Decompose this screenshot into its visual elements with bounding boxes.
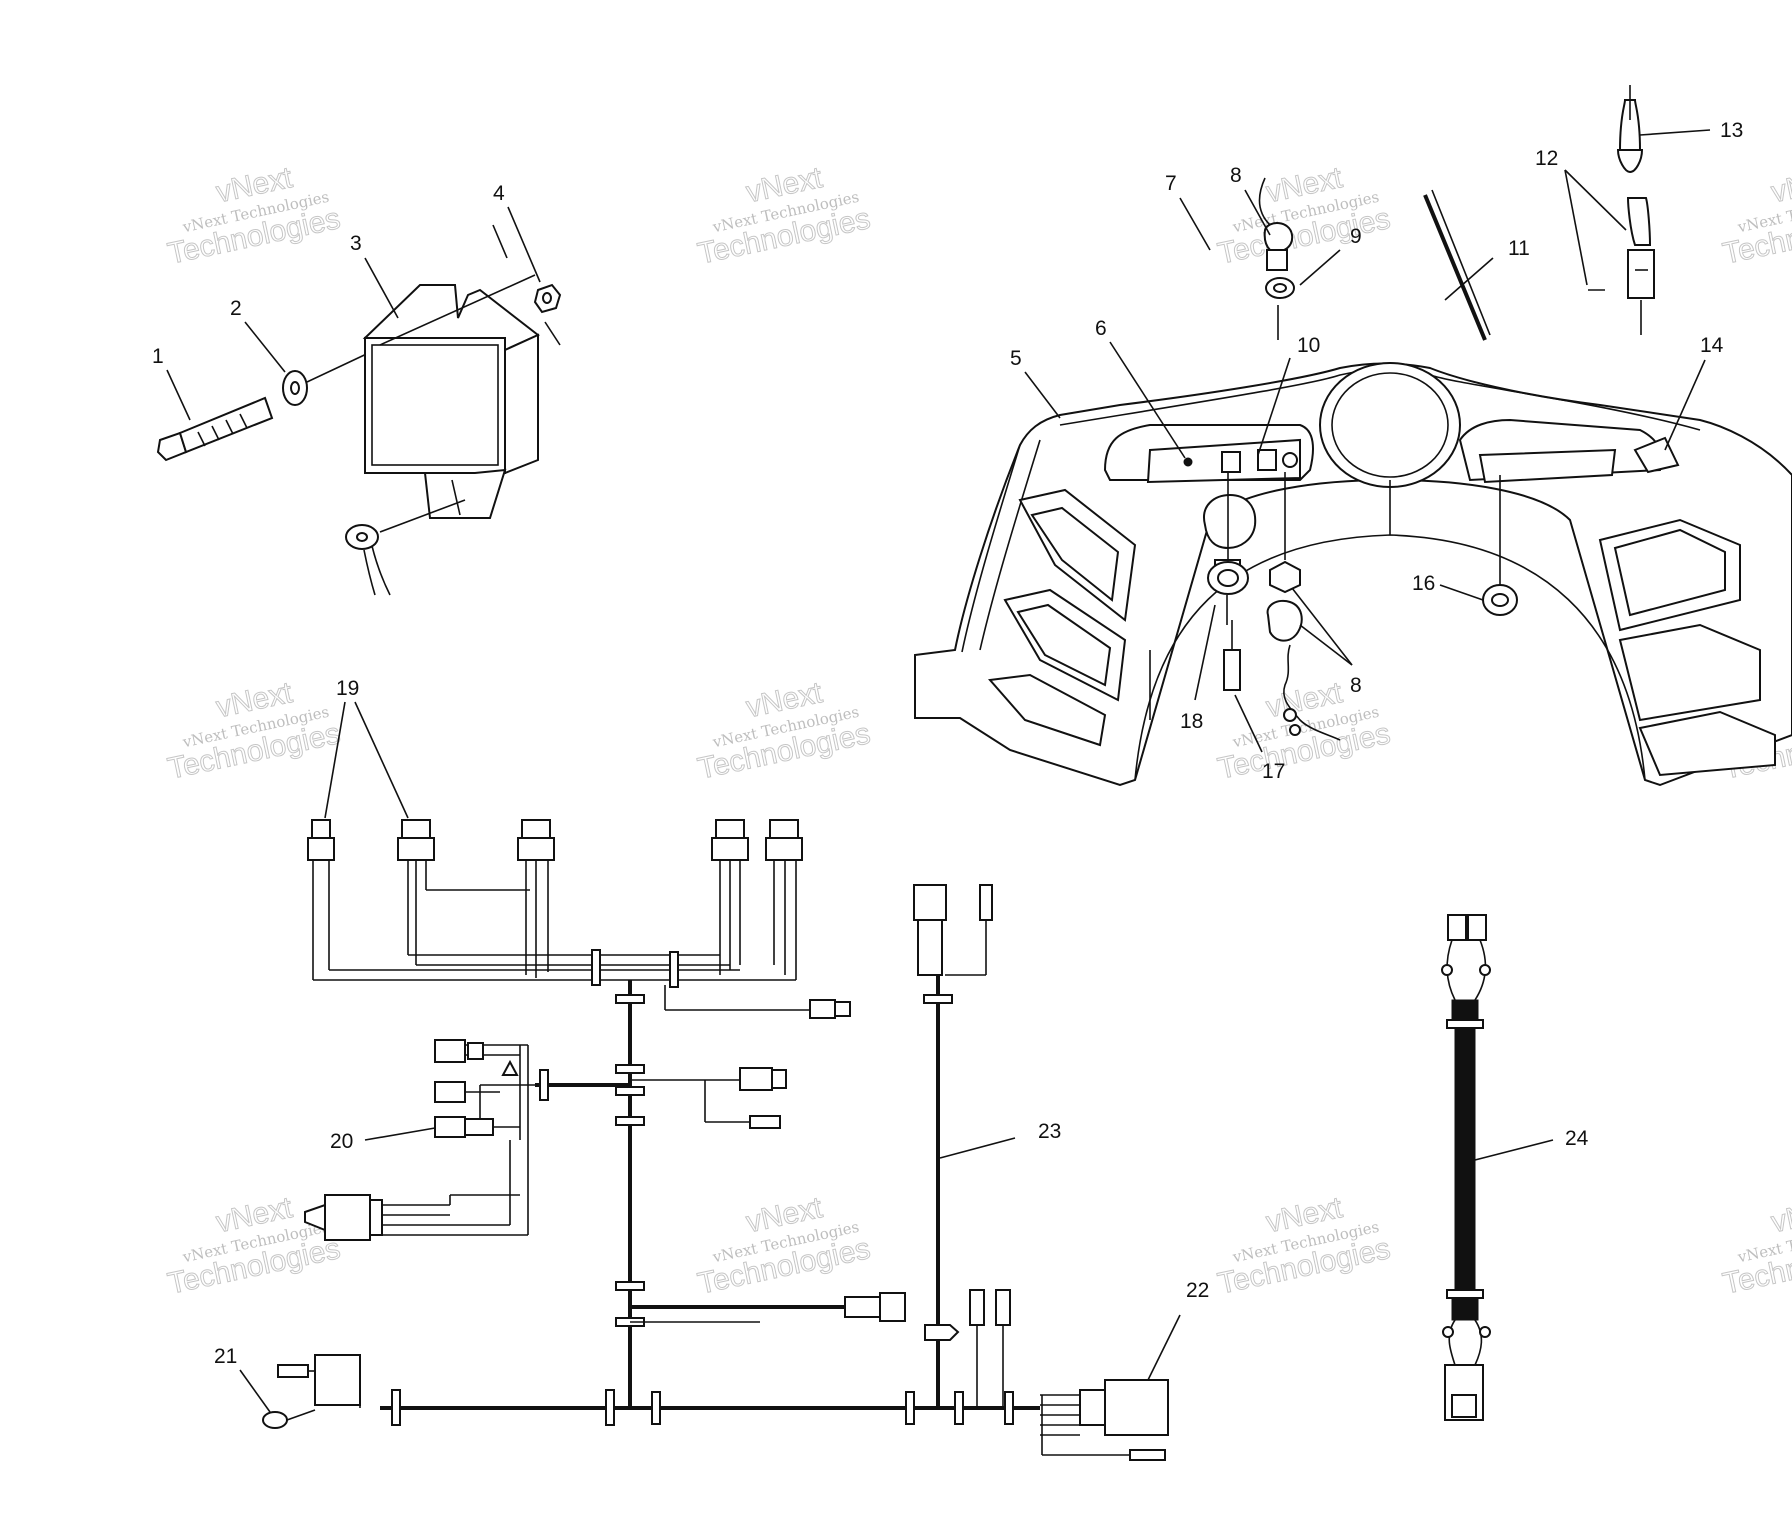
- extension-harness-part: [1441, 914, 1491, 1421]
- grommet-18-part: [1207, 561, 1249, 595]
- callout-5: 5: [1010, 347, 1022, 370]
- switch-8-bottom-part: [1266, 560, 1341, 741]
- watermark: vNext vNext Technologies Technologies: [694, 1191, 873, 1302]
- leader-line: [1109, 341, 1186, 459]
- watermark-text: vNext: [1768, 1191, 1792, 1239]
- callout-12: 12: [1535, 147, 1558, 170]
- callout-7: 7: [1165, 172, 1177, 195]
- leader-line: [1299, 624, 1353, 666]
- connector: [517, 819, 555, 861]
- leader-line: [1291, 587, 1353, 666]
- callout-21: 21: [214, 1345, 237, 1368]
- leader-line: [244, 321, 286, 373]
- leader-line: [379, 499, 466, 533]
- washer-part: [282, 370, 308, 406]
- callout-19: 19: [336, 677, 359, 700]
- connector: [765, 819, 803, 861]
- watermark: vNext vNext Technologies Technologies: [1214, 1191, 1393, 1302]
- watermark: vNext vNext Technologies Technologies: [164, 676, 343, 787]
- watermark: vNext vNext Technologies Technologies: [1719, 1191, 1792, 1302]
- callout-24: 24: [1565, 1127, 1589, 1150]
- callout-2: 2: [230, 297, 242, 320]
- connector: [307, 819, 335, 861]
- callout-23: 23: [1038, 1120, 1061, 1143]
- leader-line: [1244, 189, 1271, 236]
- callout-17: 17: [1262, 760, 1285, 783]
- grommet-16-part: [1482, 584, 1518, 616]
- leader-line: [1257, 357, 1291, 456]
- watermark-text: vNext: [1768, 161, 1792, 209]
- leader-line: [324, 701, 346, 819]
- callout-6: 6: [1095, 317, 1107, 340]
- nut-9-part: [1265, 277, 1295, 340]
- callout-13: 13: [1720, 119, 1743, 142]
- leader-line: [364, 257, 399, 319]
- leader-line: [1234, 694, 1263, 753]
- leader-line: [306, 349, 376, 383]
- callout-8b: 8: [1350, 674, 1362, 697]
- leader-line: [379, 274, 536, 346]
- watermark: vNext vNext Technologies Technologies: [1719, 161, 1792, 272]
- callout-22: 22: [1186, 1279, 1209, 1302]
- callout-11: 11: [1508, 237, 1530, 260]
- leader-line: [364, 1127, 436, 1141]
- leader-line: [939, 1137, 1016, 1159]
- callout-3: 3: [350, 232, 362, 255]
- leader-line: [1564, 169, 1627, 231]
- leader-line: [1444, 257, 1494, 301]
- connector: [397, 819, 435, 861]
- callout-18: 18: [1180, 710, 1203, 733]
- leader-line: [1564, 169, 1588, 286]
- leader-line: [544, 321, 561, 346]
- light-socket-part: [1616, 85, 1644, 174]
- bulb-socket-part: [1588, 197, 1655, 335]
- leader-line: [1179, 197, 1211, 251]
- watermark: vNext vNext Technologies Technologies: [694, 161, 873, 272]
- switch-7-part: [1203, 493, 1257, 625]
- bolt-part: [156, 396, 274, 462]
- callout-9: 9: [1350, 225, 1362, 248]
- leader-line: [1147, 1314, 1181, 1381]
- leader-line: [492, 224, 508, 259]
- callout-16: 16: [1412, 572, 1435, 595]
- callout-4: 4: [493, 182, 505, 205]
- fuse-17-part: [1223, 620, 1241, 691]
- connector: [711, 819, 749, 861]
- tie-strap-part: [1423, 189, 1491, 341]
- leader-line: [1639, 129, 1711, 136]
- control-box-part: [362, 284, 540, 519]
- callout-20: 20: [330, 1130, 353, 1153]
- leader-line: [507, 206, 541, 283]
- nut-part: [533, 283, 562, 314]
- callout-10: 10: [1297, 334, 1320, 357]
- wiring-harness-part: [262, 819, 1169, 1461]
- leader-line: [1664, 359, 1706, 451]
- callout-8a: 8: [1230, 164, 1242, 187]
- leader-line: [239, 1369, 271, 1413]
- watermark: vNext vNext Technologies Technologies: [164, 161, 343, 272]
- callout-14: 14: [1700, 334, 1724, 357]
- leader-line: [1024, 371, 1061, 419]
- leader-line: [1194, 604, 1216, 701]
- switch-8-top-part: [1258, 177, 1294, 271]
- leader-line: [1474, 1139, 1554, 1161]
- leader-line: [1299, 249, 1341, 286]
- watermark: vNext vNext Technologies Technologies: [694, 676, 873, 787]
- leader-line: [1439, 584, 1484, 601]
- callout-1: 1: [152, 345, 164, 368]
- ground-terminal-part: [345, 524, 391, 596]
- leader-line: [166, 369, 191, 421]
- watermark: vNext vNext Technologies Technologies: [164, 1191, 343, 1302]
- leader-line: [354, 701, 409, 819]
- dash-panel-part: [914, 362, 1792, 787]
